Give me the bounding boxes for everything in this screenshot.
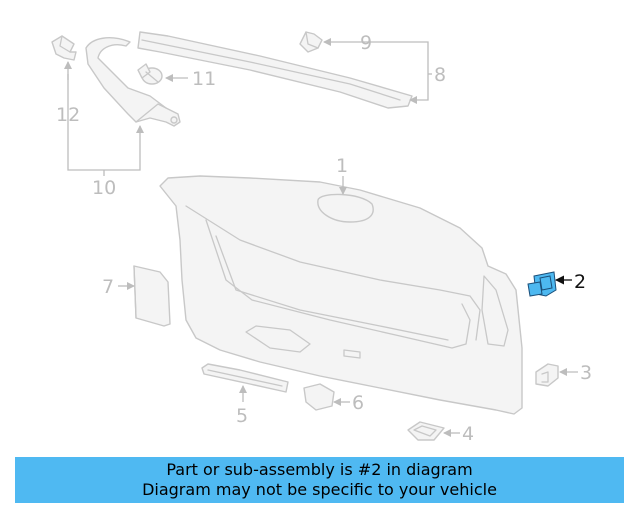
part-4-pad[interactable] <box>407 421 445 441</box>
callout-5[interactable]: 5 <box>236 405 248 427</box>
callout-7[interactable]: 7 <box>102 276 114 298</box>
callout-4[interactable]: 4 <box>462 423 474 445</box>
banner-line-2: Diagram may not be specific to your vehi… <box>142 480 497 499</box>
callout-11[interactable]: 11 <box>192 68 216 90</box>
callout-2[interactable]: 2 <box>574 271 586 293</box>
callout-6[interactable]: 6 <box>352 392 364 414</box>
part-3-bracket[interactable] <box>535 363 559 387</box>
callout-8[interactable]: 8 <box>434 64 446 86</box>
banner-line-1: Part or sub-assembly is #2 in diagram <box>166 460 473 479</box>
part-11-pin[interactable] <box>137 63 163 85</box>
callout-3[interactable]: 3 <box>580 362 592 384</box>
info-banner: Part or sub-assembly is #2 in diagram Di… <box>15 457 624 503</box>
part-7-side-panel[interactable] <box>133 265 171 327</box>
part-8-strip[interactable] <box>137 31 413 109</box>
parts-diagram: 1 2 3 4 5 6 7 8 9 10 11 12 <box>51 31 592 445</box>
part-9-clip[interactable] <box>299 31 323 53</box>
part-2-bracket-highlighted[interactable] <box>527 271 557 297</box>
callout-12[interactable]: 12 <box>56 104 80 126</box>
part-5-strip[interactable] <box>201 363 289 393</box>
callout-10[interactable]: 10 <box>92 177 116 199</box>
part-12-clip[interactable] <box>51 35 77 61</box>
part-1-liftgate-panel[interactable] <box>159 175 523 415</box>
callout-9[interactable]: 9 <box>360 32 372 54</box>
part-6-cover[interactable] <box>303 383 335 411</box>
leader-lines <box>64 38 578 437</box>
part-10-handle[interactable] <box>85 37 181 127</box>
callout-1[interactable]: 1 <box>336 155 348 177</box>
callout-labels: 1 2 3 4 5 6 7 8 9 10 11 12 <box>56 32 592 445</box>
